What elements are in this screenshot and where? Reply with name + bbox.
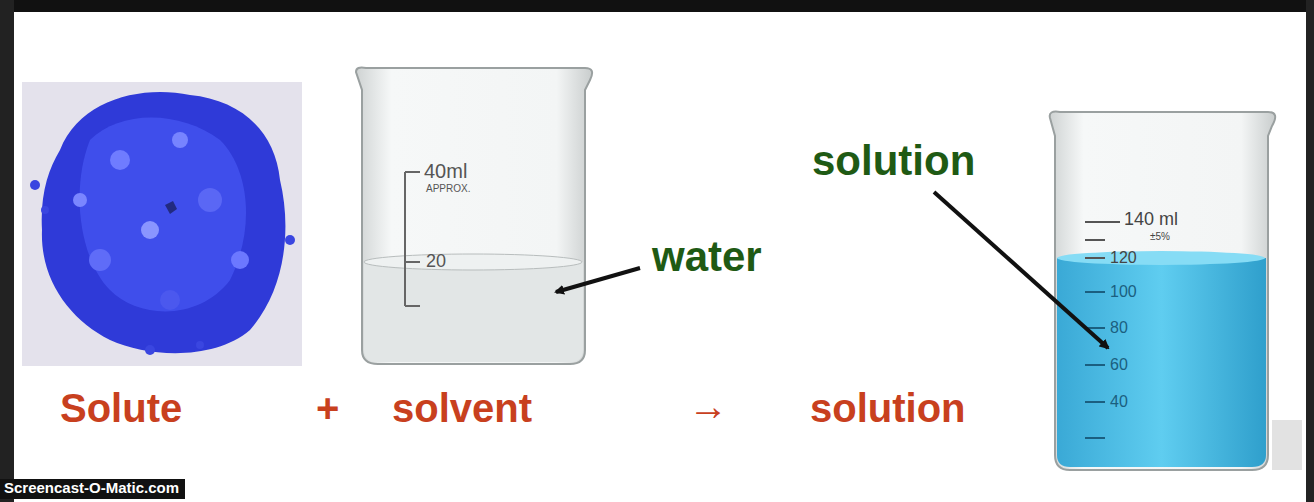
term-label: Solute xyxy=(60,386,182,430)
graduation-mark: 80 xyxy=(1110,319,1128,337)
term-label: solvent xyxy=(392,386,532,430)
copper-sulfate-crystals xyxy=(22,82,302,366)
graduation-mark: 100 xyxy=(1110,283,1137,301)
watermark: Screencast-O-Matic.com xyxy=(0,479,185,499)
top-bar xyxy=(0,0,1314,12)
right-bar xyxy=(1306,0,1314,502)
graduation-mark: 140 ml xyxy=(1124,210,1178,230)
arrow-symbol: → xyxy=(688,384,728,428)
leader-arrow xyxy=(556,268,640,292)
operator: + xyxy=(316,386,339,430)
term-label: solution xyxy=(810,386,966,430)
graduation-note: APPROX. xyxy=(426,183,470,194)
graduation-note: ±5% xyxy=(1150,231,1170,242)
left-bar xyxy=(0,0,14,502)
callout-label: water xyxy=(652,234,762,280)
graduation-mark: 120 xyxy=(1110,249,1137,267)
graduation-mark: 60 xyxy=(1110,356,1128,374)
water-beaker xyxy=(356,68,592,365)
solution-beaker xyxy=(1050,112,1302,470)
graduation-mark: 40ml xyxy=(424,160,467,182)
callout-label: solution xyxy=(812,138,975,184)
graduation-mark: 40 xyxy=(1110,393,1128,411)
graduation-mark: 20 xyxy=(426,252,446,272)
leader-arrow xyxy=(934,192,1108,348)
